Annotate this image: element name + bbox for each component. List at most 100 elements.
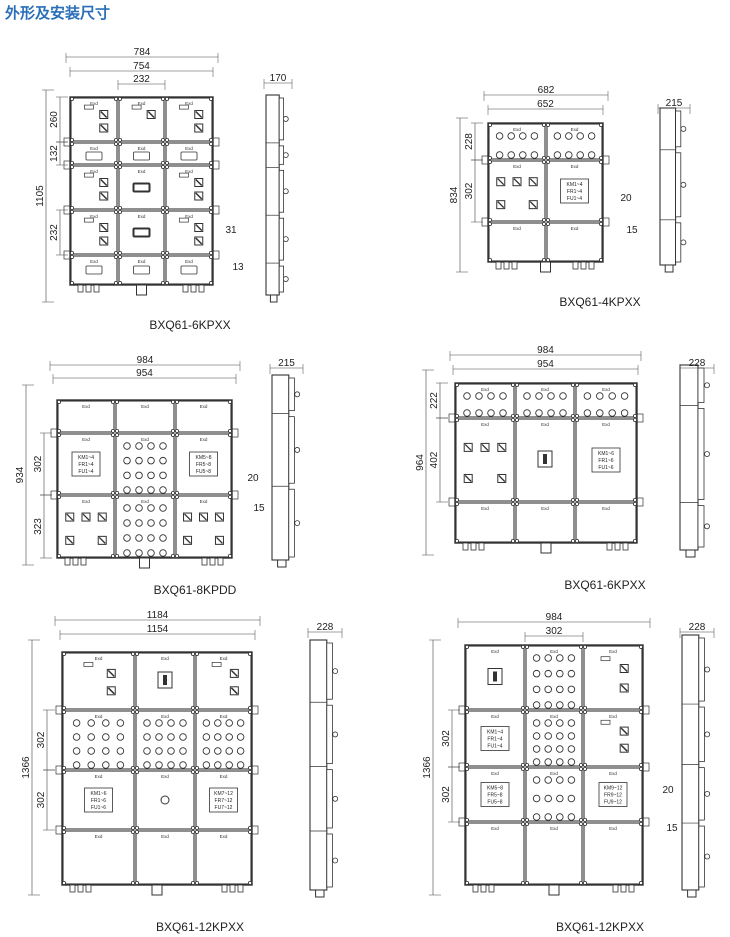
enclosure-cell [515, 502, 575, 543]
meter-icon [160, 795, 170, 805]
cable-gland-icon [495, 261, 502, 270]
bolt-icon [118, 254, 123, 259]
side-view-knob-icon [704, 382, 710, 389]
indicator-icon [600, 719, 611, 725]
meter-icon [544, 813, 552, 821]
meter-icon [214, 733, 222, 741]
bolt-icon [579, 818, 584, 823]
bolt-icon [164, 137, 169, 142]
cable-gland-icon [628, 884, 635, 893]
meter-icon [159, 519, 167, 527]
switch-handle-icon [100, 223, 108, 232]
enclosure-cell [488, 160, 546, 222]
enclosure-cell [575, 502, 637, 543]
bolt-icon [174, 432, 179, 437]
detail-dimension-label: 20 [247, 473, 259, 484]
meter-icon [123, 549, 131, 557]
bolt-icon [57, 428, 62, 433]
bolt-icon [118, 280, 123, 285]
side-view-body [271, 374, 290, 561]
detail-dimension-label: 13 [232, 262, 244, 273]
bolt-icon [454, 497, 459, 502]
meter-icon [236, 761, 245, 769]
meter-icon [123, 486, 131, 494]
meter-icon [523, 392, 531, 400]
meter-icon [620, 409, 629, 417]
enclosure-cell [195, 770, 252, 830]
meter-icon [225, 761, 233, 769]
bolt-icon [164, 280, 169, 285]
bolt-icon [164, 97, 169, 102]
bolt-icon [160, 164, 165, 169]
side-view-cover [698, 767, 705, 821]
bolt-icon [190, 881, 195, 886]
cell-header: Exd [138, 101, 146, 106]
model-caption: BXQ61-8KPDD [154, 583, 237, 597]
bolt-icon [464, 763, 469, 768]
label-plate [598, 782, 628, 807]
bolt-icon [62, 706, 67, 711]
bolt-icon [190, 826, 195, 831]
enclosure-cell [575, 418, 637, 502]
cell-header: Exd [513, 127, 521, 132]
bolt-icon [62, 652, 67, 657]
bolt-icon [464, 645, 469, 650]
meter-icon [565, 132, 573, 140]
side-view-knob-icon [704, 451, 710, 457]
dimension-label: 302 [441, 730, 452, 747]
meter-icon [519, 151, 527, 159]
meter-icon [587, 151, 596, 159]
cell-header: Exd [161, 834, 169, 839]
mounting-bracket [251, 765, 259, 775]
meter-icon [507, 132, 515, 140]
cell-header: Exd [141, 404, 149, 409]
enclosure-cell [165, 255, 213, 285]
dimension-label: 954 [136, 368, 153, 379]
cell-header: Exd [491, 826, 499, 831]
side-view-cover [675, 152, 682, 218]
bolt-icon [633, 413, 638, 418]
bolt-icon [170, 428, 175, 433]
mounting-bracket [636, 413, 644, 423]
cell-header: Exd [609, 826, 617, 831]
switch-handle-icon [230, 669, 238, 677]
detail-dimension-label: 20 [620, 193, 632, 204]
meter-icon [532, 794, 541, 803]
bolt-icon [174, 399, 179, 404]
dimension-label: 302 [36, 791, 47, 808]
cell-header: Exd [141, 499, 149, 504]
detail-dimension-label: 15 [253, 503, 265, 514]
bolt-icon [208, 97, 213, 102]
bolt-icon [70, 209, 75, 214]
meter-icon [225, 733, 233, 741]
cell-header: Exd [541, 422, 549, 427]
bolt-icon [583, 767, 588, 772]
side-view-cover [326, 769, 333, 829]
bolt-icon [542, 159, 547, 164]
bolt-icon [583, 706, 588, 711]
enclosure-cell [135, 710, 195, 770]
dimension-label: 228 [464, 133, 475, 150]
bolt-icon [583, 822, 588, 827]
meter-icon [87, 747, 95, 755]
cell-header: Exd [95, 656, 103, 661]
enclosure-cell [62, 770, 135, 830]
switch-handle-icon [100, 237, 108, 245]
bolt-icon [521, 822, 526, 827]
meter-icon [530, 132, 539, 140]
bolt-icon [70, 205, 75, 210]
meter-icon [123, 471, 131, 480]
window-icon [133, 265, 150, 275]
bolt-icon [114, 254, 119, 259]
cell-header: Exd [138, 214, 146, 219]
bolt-icon [247, 710, 252, 715]
bolt-icon [62, 830, 67, 835]
bolt-icon [633, 382, 638, 387]
meter-icon [147, 549, 155, 557]
side-view-cover [675, 110, 682, 148]
bolt-icon [247, 826, 252, 831]
enclosure-cell [115, 400, 175, 433]
mounting-bracket [642, 817, 650, 827]
breaker-handle-icon [98, 513, 106, 521]
indicator-icon [84, 217, 94, 223]
